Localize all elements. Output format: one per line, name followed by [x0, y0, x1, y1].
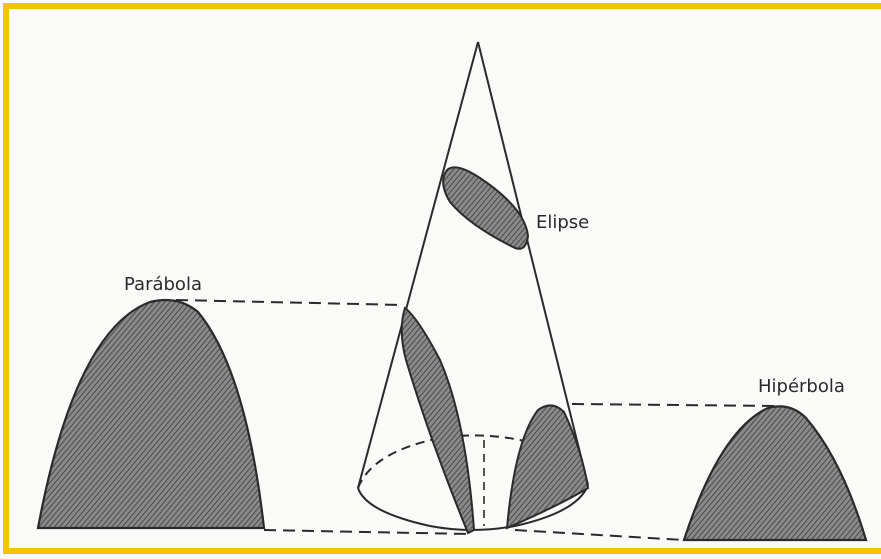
cone-left-edge — [357, 41, 479, 489]
projection-lines — [175, 299, 779, 541]
frame-border — [3, 3, 881, 554]
parabola-top-projection — [175, 299, 405, 306]
label-hyperbola: Hipérbola — [758, 376, 845, 397]
hyperbola-base-projection — [514, 529, 685, 541]
parabola-base-projection — [263, 529, 471, 535]
hyperbola-shape — [682, 405, 868, 542]
label-ellipse: Elipse — [536, 212, 589, 233]
parabola-section-in-cone — [400, 306, 476, 535]
hyperbola-top-projection — [571, 403, 779, 407]
label-parabola: Parábola — [124, 274, 202, 295]
ellipse-section — [442, 166, 530, 250]
cone-right-edge — [477, 41, 589, 486]
hyperbola-section-in-cone — [505, 404, 590, 530]
